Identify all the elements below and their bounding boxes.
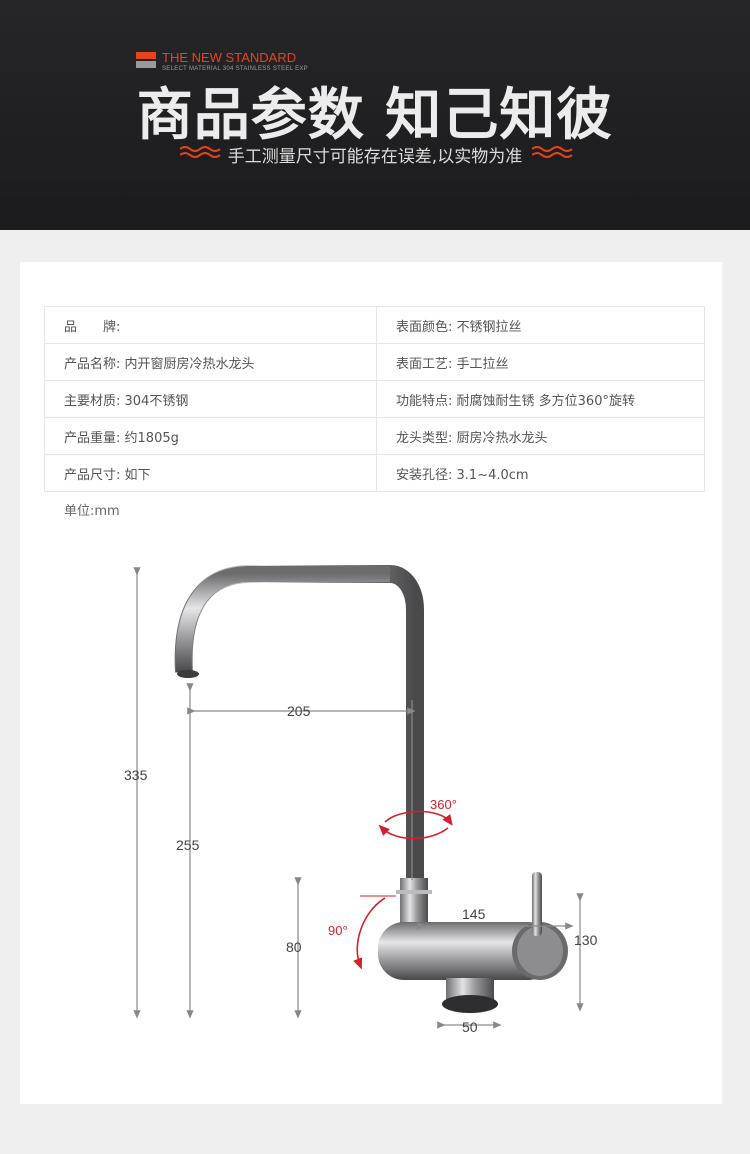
spec-cell: 主要材质: 304不锈钢 [44, 380, 377, 418]
dim-80: 80 [286, 939, 302, 955]
spec-cell: 龙头类型: 厨房冷热水龙头 [376, 417, 705, 455]
spec-cell: 产品重量: 约1805g [44, 417, 377, 455]
spec-cell: 表面工艺: 手工拉丝 [376, 343, 705, 381]
spec-cell: 品 牌: [44, 306, 377, 344]
dim-255: 255 [176, 837, 200, 853]
header-banner: THE NEW STANDARD SELECT MATERIAL 304 STA… [0, 0, 750, 230]
dim-145: 145 [462, 906, 486, 922]
page-title: 商品参数 知己知彼 [136, 83, 614, 148]
wave-right-icon [532, 146, 573, 158]
dim-205: 205 [287, 703, 311, 719]
table-row: 主要材质: 304不锈钢 功能特点: 耐腐蚀耐生锈 多方位360°旋转 [44, 380, 705, 418]
tilt-90-label: 90° [328, 923, 348, 938]
spec-cell: 功能特点: 耐腐蚀耐生锈 多方位360°旋转 [376, 380, 705, 418]
rotation-360-label: 360° [430, 797, 457, 812]
table-row: 产品重量: 约1805g 龙头类型: 厨房冷热水龙头 [44, 417, 705, 455]
wave-left-icon [180, 146, 221, 158]
spec-cell: 产品尺寸: 如下 [44, 454, 377, 492]
spec-cell: 产品名称: 内开窗厨房冷热水龙头 [44, 343, 377, 381]
dimension-lines [133, 567, 584, 1029]
table-row: 产品名称: 内开窗厨房冷热水龙头 表面工艺: 手工拉丝 [44, 343, 705, 381]
rotation-annotations [353, 810, 453, 970]
page-subtitle: 手工测量尺寸可能存在误差,以实物为准 [227, 147, 523, 167]
dim-50: 50 [462, 1019, 478, 1035]
faucet-illustration [174, 565, 568, 1013]
faucet-dimension-diagram: 335 255 205 80 145 130 50 360° 90° [124, 565, 598, 1035]
dim-130: 130 [574, 932, 598, 948]
standard-subtitle: SELECT MATERIAL 304 STAINLESS STEEL EXP [162, 66, 308, 72]
spec-cell: 表面颜色: 不锈钢拉丝 [376, 306, 705, 344]
unit-label: 单位:mm [64, 504, 120, 519]
spec-table: 品 牌: 表面颜色: 不锈钢拉丝 产品名称: 内开窗厨房冷热水龙头 表面工艺: … [44, 306, 705, 492]
table-row: 产品尺寸: 如下 安装孔径: 3.1~4.0cm [44, 454, 705, 492]
standard-badge-icon [136, 52, 156, 68]
standard-title: THE NEW STANDARD [162, 50, 297, 65]
dim-335: 335 [124, 767, 148, 783]
spec-cell: 安装孔径: 3.1~4.0cm [376, 454, 705, 492]
table-row: 品 牌: 表面颜色: 不锈钢拉丝 [44, 306, 705, 344]
